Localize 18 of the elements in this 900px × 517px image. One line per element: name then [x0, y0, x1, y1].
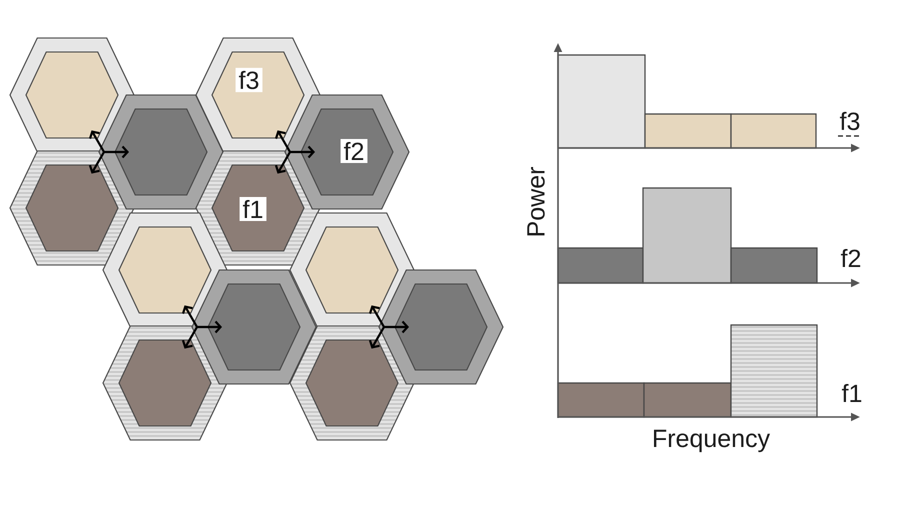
arrow	[274, 151, 291, 174]
arrow	[88, 151, 105, 174]
cell-label: f1	[240, 196, 266, 222]
arrow	[182, 326, 198, 349]
axis-label: Frequency	[654, 430, 770, 452]
arrow	[274, 130, 291, 153]
arrow	[368, 305, 385, 328]
arrow	[88, 130, 105, 153]
hexagon-cell	[378, 269, 504, 385]
axis-label: Power	[527, 167, 545, 236]
arrow	[368, 326, 385, 349]
arrow	[197, 320, 222, 334]
arrow	[104, 146, 129, 158]
arrow	[384, 320, 409, 334]
arrow	[290, 146, 315, 158]
cell-label: f3	[236, 68, 262, 92]
cell-label: f2	[340, 138, 368, 164]
arrow	[182, 305, 198, 328]
